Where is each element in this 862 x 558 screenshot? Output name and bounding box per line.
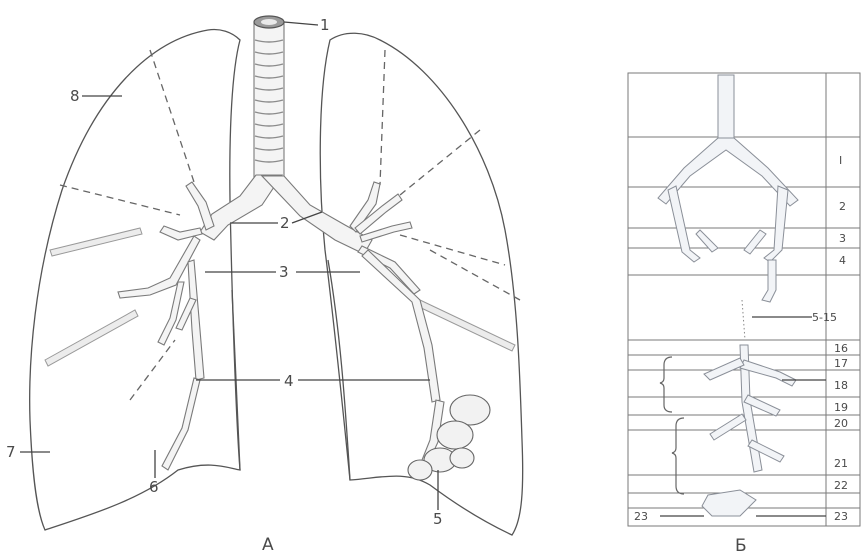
respiratory-bronchiole-dots	[742, 300, 745, 340]
label-2: 2	[280, 214, 290, 232]
generation-label: 17	[834, 357, 848, 370]
left-main-bronchus	[262, 176, 372, 254]
caption-b: Б	[735, 536, 747, 556]
label-4: 4	[284, 372, 294, 390]
segment-line	[430, 250, 520, 300]
generation-label: 4	[839, 254, 846, 267]
bracket-lower	[672, 418, 684, 494]
segment-line	[130, 340, 175, 400]
label-8: 8	[70, 87, 80, 105]
generation-label: 5-15	[812, 311, 837, 324]
generation-label: 20	[834, 417, 848, 430]
label-5: 5	[433, 510, 443, 528]
generation-label: 18	[834, 379, 848, 392]
leader-line-1	[284, 22, 318, 25]
figure-a: 1 2 3 4 5 6 7 8 А	[6, 16, 523, 555]
generation-label: 3	[839, 232, 846, 245]
fissure-band	[50, 228, 142, 256]
generation-label: 16	[834, 342, 848, 355]
label-6: 6	[149, 478, 159, 496]
airway-schematic	[658, 75, 798, 516]
generation-label-left: 23	[634, 510, 648, 523]
label-7: 7	[6, 443, 16, 461]
label-1: 1	[320, 16, 330, 34]
caption-a: А	[262, 535, 274, 555]
alveolar-cluster	[408, 395, 490, 480]
segment-line	[400, 235, 505, 265]
segment-line	[380, 50, 385, 185]
generation-label: 22	[834, 479, 848, 492]
generation-label: 23	[834, 510, 848, 523]
right-bronchial-tree	[118, 182, 214, 470]
right-lung-outline	[30, 29, 240, 530]
figure-b: I 2 3 4 5-15 16 17 18 19 20 21 22 23 23 …	[628, 73, 860, 556]
label-3: 3	[279, 263, 289, 281]
generation-table-frame	[628, 73, 860, 526]
generation-label: 2	[839, 200, 846, 213]
fissure-band	[45, 310, 138, 366]
generation-label: 21	[834, 457, 848, 470]
generation-label: I	[839, 154, 842, 167]
generation-label: 19	[834, 401, 848, 414]
trachea	[254, 16, 284, 178]
segment-line	[60, 185, 180, 215]
bracket-upper	[660, 357, 672, 412]
left-bronchial-tree	[350, 182, 444, 472]
segment-line	[150, 50, 195, 185]
segment-line	[400, 130, 480, 195]
